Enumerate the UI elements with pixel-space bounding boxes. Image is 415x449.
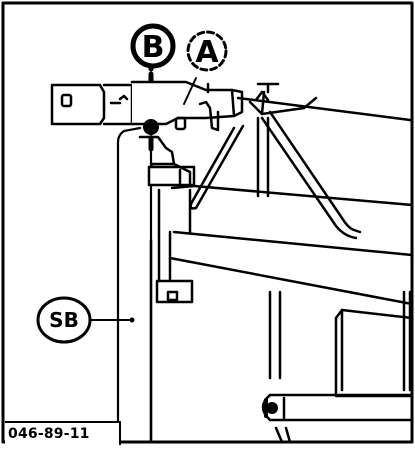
main-beam: [168, 184, 414, 306]
point-b-marker: [143, 119, 159, 135]
callout-b: B: [130, 23, 176, 69]
post-block: [149, 188, 194, 444]
pivot-block: [138, 135, 196, 187]
callout-a: A: [186, 30, 228, 72]
v-support-frame: [189, 82, 412, 240]
callout-b-label: B: [142, 30, 165, 65]
sb-reference-lines: [116, 126, 153, 444]
figure-id: 046-89-11: [5, 421, 121, 445]
callout-a-leader: [183, 77, 197, 105]
bottom-rail: [261, 393, 414, 444]
callout-a-label: A: [195, 35, 219, 70]
uprights: [256, 116, 412, 392]
lower-frame: [334, 308, 414, 398]
callout-sb: SB: [36, 296, 135, 344]
mounting-bracket: [50, 83, 134, 126]
callout-sb-label: SB: [49, 308, 79, 332]
